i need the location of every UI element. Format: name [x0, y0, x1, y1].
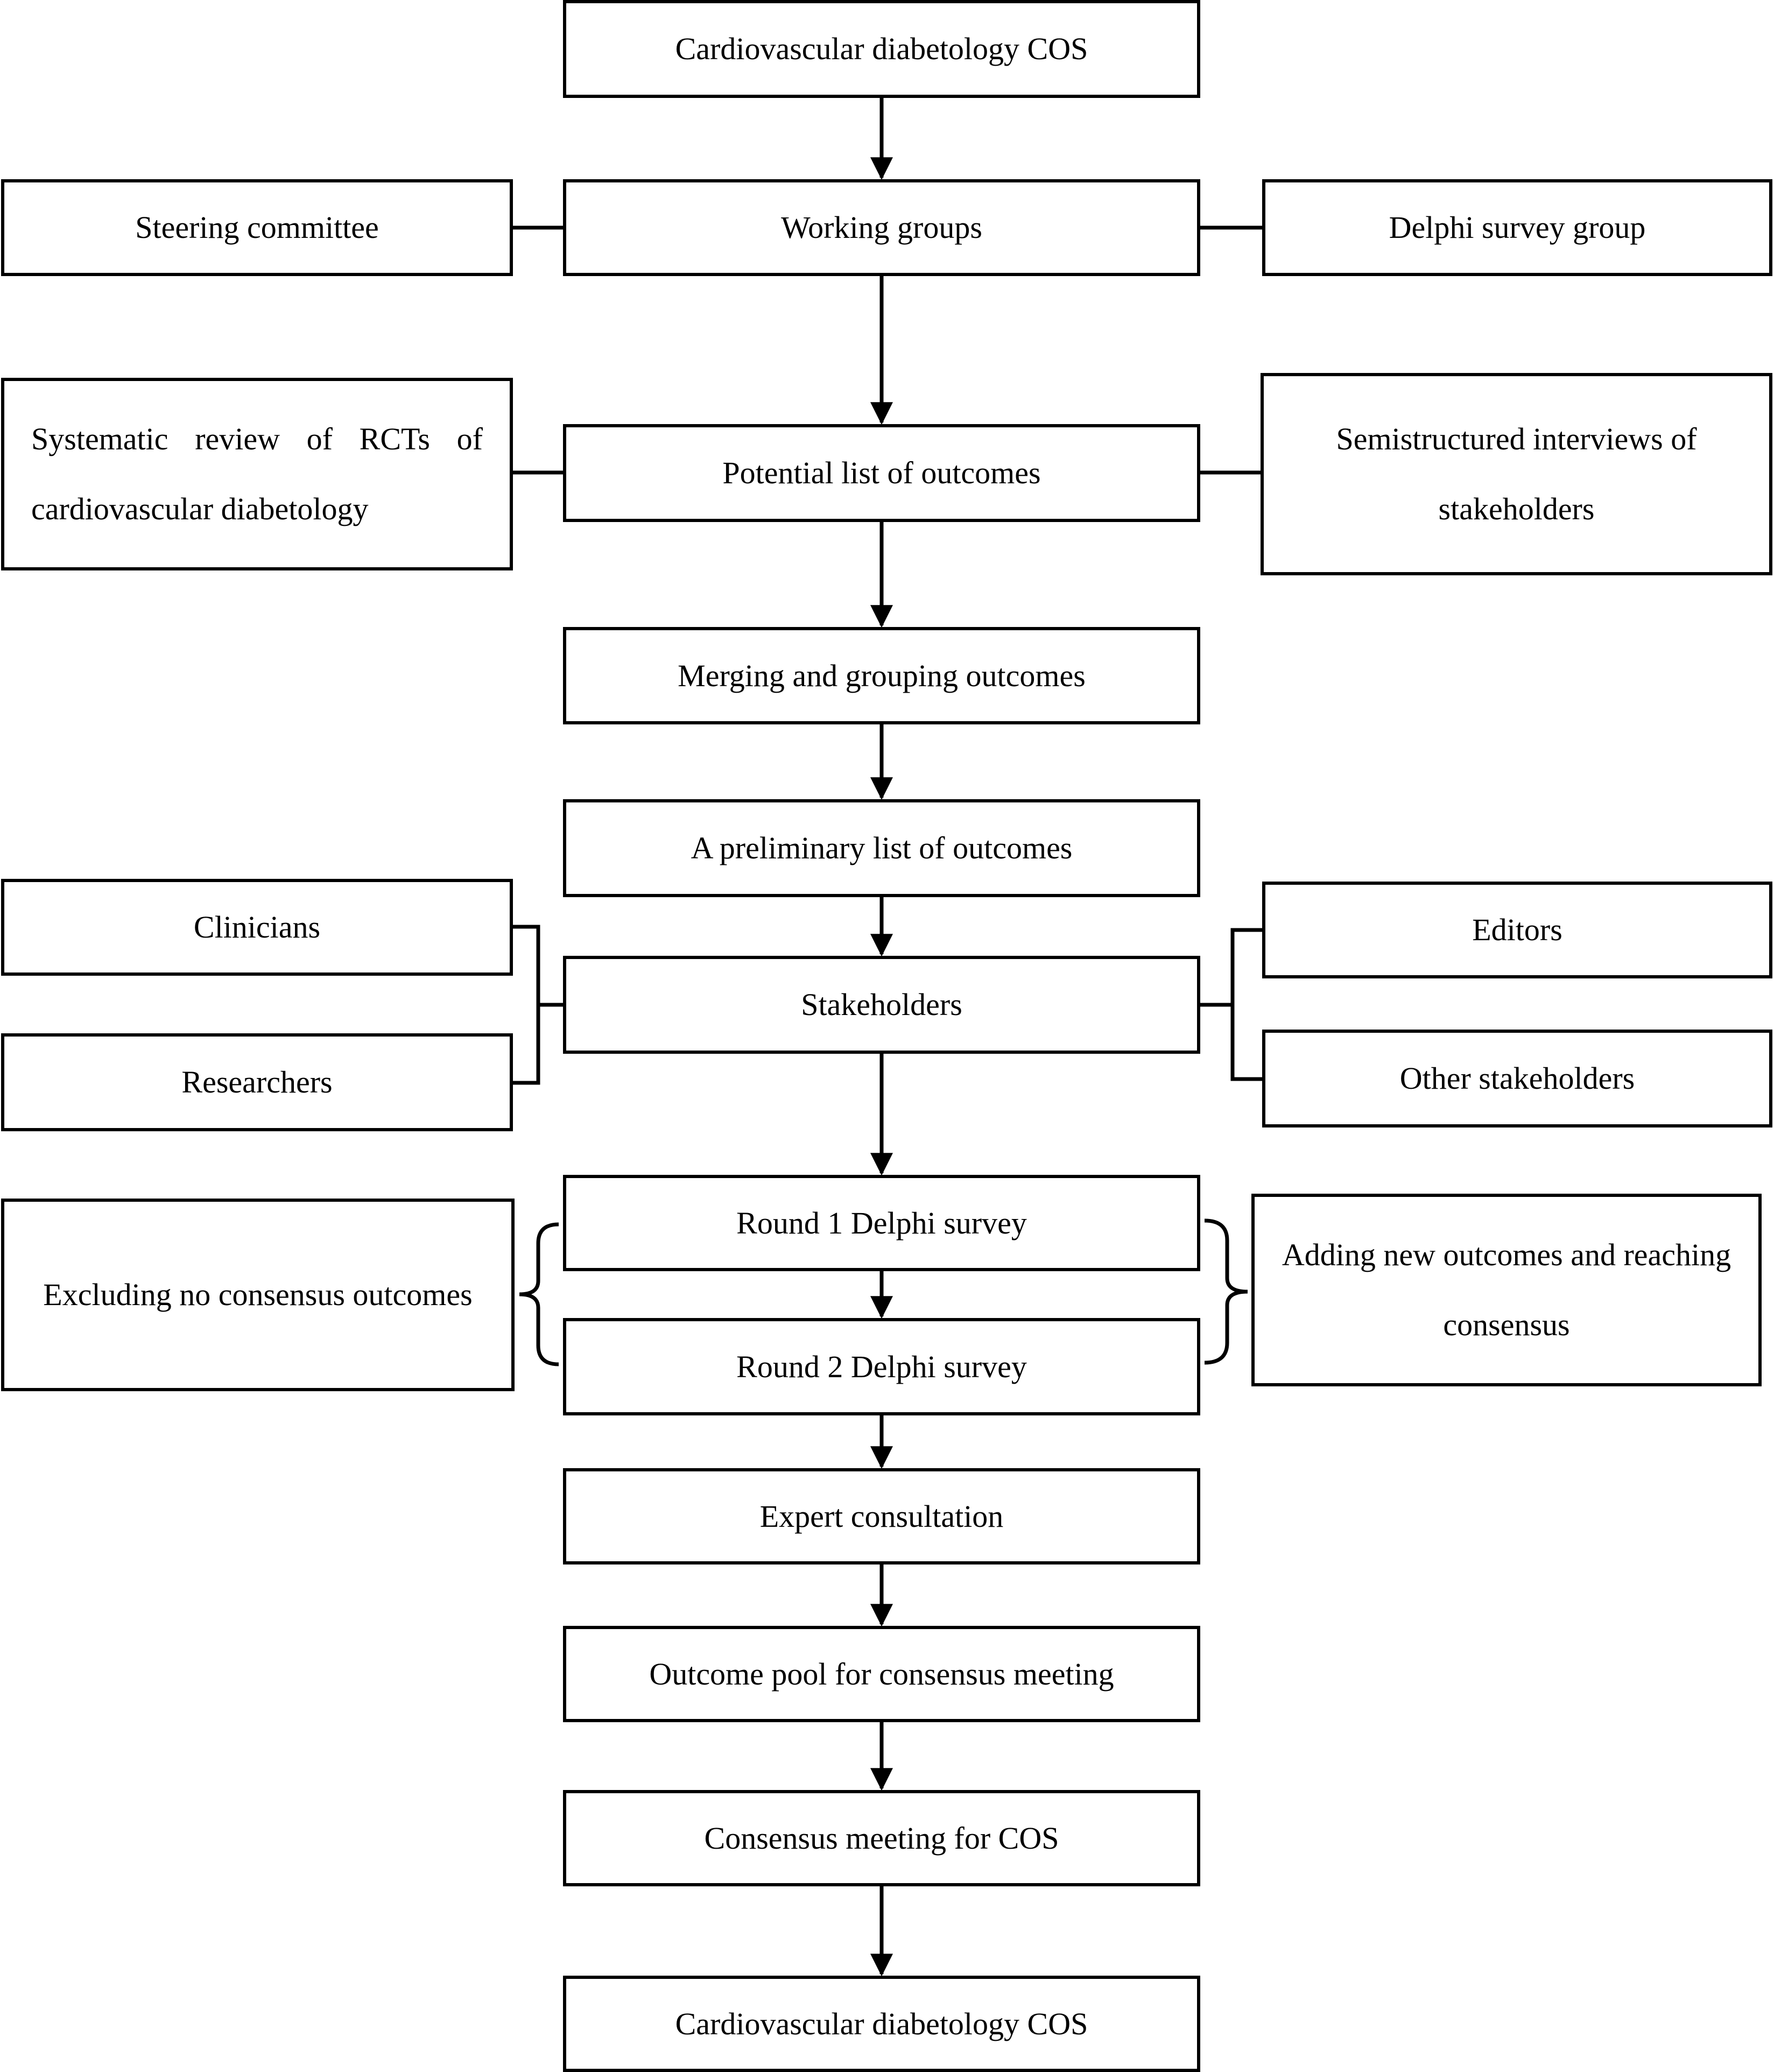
- node-working-groups: Working groups: [563, 179, 1200, 276]
- curly-bracket-right: [1204, 1218, 1248, 1365]
- node-semistructured-interviews: Semistructured interviews of stakeholder…: [1261, 373, 1772, 575]
- node-merging-grouping: Merging and grouping outcomes: [563, 627, 1200, 724]
- node-consensus-meeting: Consensus meeting for COS: [563, 1790, 1200, 1886]
- node-cos-top: Cardiovascular diabetology COS: [563, 0, 1200, 98]
- node-round1-delphi: Round 1 Delphi survey: [563, 1175, 1200, 1271]
- bracket-clinicians-researchers: [512, 925, 540, 1085]
- node-preliminary-list: A preliminary list of outcomes: [563, 799, 1200, 897]
- node-cos-bottom: Cardiovascular diabetology COS: [563, 1976, 1200, 2072]
- node-other-stakeholders: Other stakeholders: [1262, 1030, 1772, 1127]
- node-delphi-survey-group: Delphi survey group: [1262, 179, 1772, 276]
- node-steering-committee: Steering committee: [1, 179, 513, 276]
- node-potential-list: Potential list of outcomes: [563, 424, 1200, 522]
- node-outcome-pool: Outcome pool for consensus meeting: [563, 1626, 1200, 1722]
- node-editors: Editors: [1262, 882, 1772, 978]
- node-clinicians: Clinicians: [1, 879, 513, 976]
- node-researchers: Researchers: [1, 1033, 513, 1131]
- node-expert-consultation: Expert consultation: [563, 1468, 1200, 1564]
- curly-bracket-left: [519, 1222, 559, 1366]
- bracket-editors-other: [1230, 928, 1262, 1081]
- node-round2-delphi: Round 2 Delphi survey: [563, 1318, 1200, 1415]
- node-systematic-review: Systematic review of RCTs of cardiovascu…: [1, 378, 513, 570]
- node-adding-new-outcomes: Adding new outcomes and reaching consens…: [1251, 1194, 1762, 1386]
- node-excluding-no-consensus: Excluding no consensus outcomes: [1, 1199, 515, 1391]
- node-stakeholders: Stakeholders: [563, 956, 1200, 1054]
